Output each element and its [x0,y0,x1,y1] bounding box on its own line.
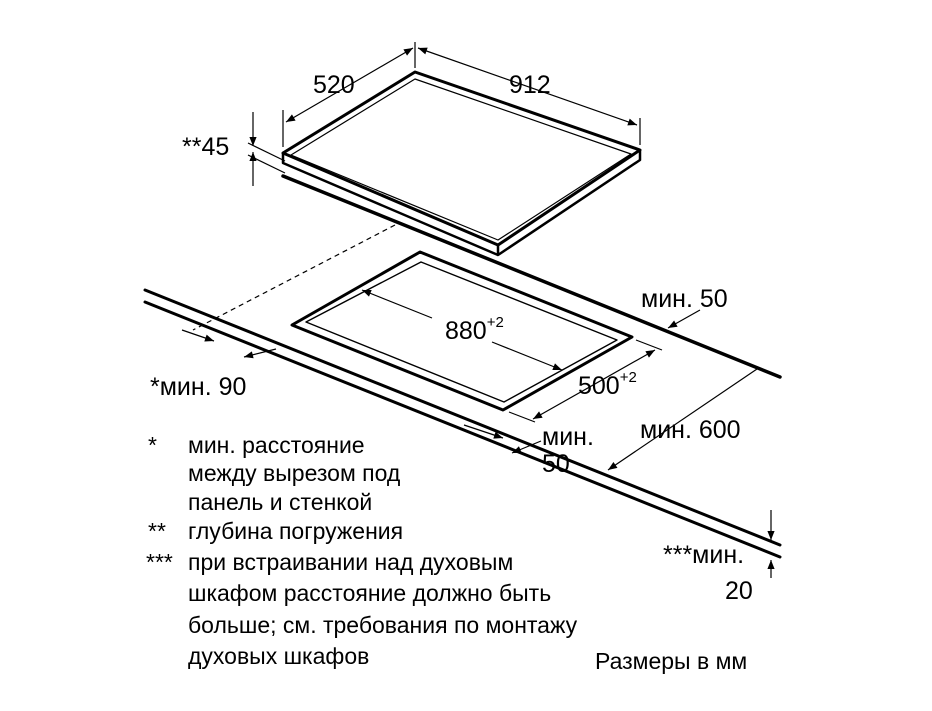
label-min-50-front-line2: 50 [542,450,570,478]
footnote-3-line-3: больше; см. требования по монтажу [188,612,578,638]
dim-arrow-min-50-front-b [511,440,542,454]
dim-line-min-50-rear [667,309,701,329]
footnotes: * мин. расстояние между вырезом под пане… [146,432,578,669]
cutout [290,250,634,412]
label-width-912: 912 [509,71,551,99]
dim-line-880-right [491,341,563,371]
label-min-90-side: *мин. 90 [150,373,246,401]
units-note: Размеры в мм [595,648,747,674]
ext-line-500-a [635,339,663,351]
footnote-3-line-2: шкафом расстояние должно быть [188,580,551,606]
footnote-1-line-2: между вырезом под [188,460,401,486]
footnote-3-mark: *** [146,549,173,575]
hob-top-inner-edge [290,78,632,241]
label-cutout-width-tolerance: +2 [487,314,504,331]
dim-line-500 [532,349,656,420]
dim-line-520 [285,47,414,123]
label-cutout-depth-value: 500 [578,372,620,400]
label-min-50-front-line1: мин. [542,423,594,451]
hob-dimensions [192,42,641,331]
footnote-1-line-3: панель и стенкой [188,489,372,515]
cutout-dimensions [181,289,775,578]
worktop-left-edge-upper [143,288,782,547]
footnote-1-mark: * [148,432,157,458]
label-min-20-oven-line1: ***мин. [663,541,744,569]
hob [281,70,642,257]
label-min-600-wall: мин. 600 [640,416,741,444]
footnote-3-line-4: духовых шкафов [188,643,369,669]
label-min-50-rear: мин. 50 [641,285,728,313]
dashed-projection [192,224,396,331]
label-cutout-width-value: 880 [445,317,487,345]
label-immersion-45: **45 [182,133,229,161]
footnote-2-line-1: глубина погружения [188,518,403,544]
dim-line-min-600 [607,368,758,471]
dim-line-880-left [361,289,433,319]
hob-body-left [281,153,499,257]
dim-arrow-min-90-left [181,329,215,342]
cutout-inner [305,261,618,403]
label-depth-520: 520 [313,71,355,99]
cutout-outer [290,250,634,412]
label-cutout-depth: 500+2 [578,369,637,400]
dim-line-912 [417,47,638,126]
worktop-left-edge-lower [143,300,782,559]
worktop [143,174,782,559]
label-cutout-width: 880+2 [445,314,504,345]
hob-body-right [496,150,642,257]
dim-arrow-min-50-front [463,424,504,439]
label-min-20-oven-line2: 20 [725,577,753,605]
footnote-2-mark: ** [148,518,166,544]
footnote-3-line-1: при встраивании над духовым [188,549,513,575]
worktop-rear-edge [281,174,782,379]
footnote-1-line-1: мин. расстояние [188,432,365,458]
dim-arrow-min-90-right [243,348,277,359]
ext-line-500-b [508,411,536,423]
label-cutout-depth-tolerance: +2 [620,369,637,386]
ext-line-45-top [247,142,286,162]
